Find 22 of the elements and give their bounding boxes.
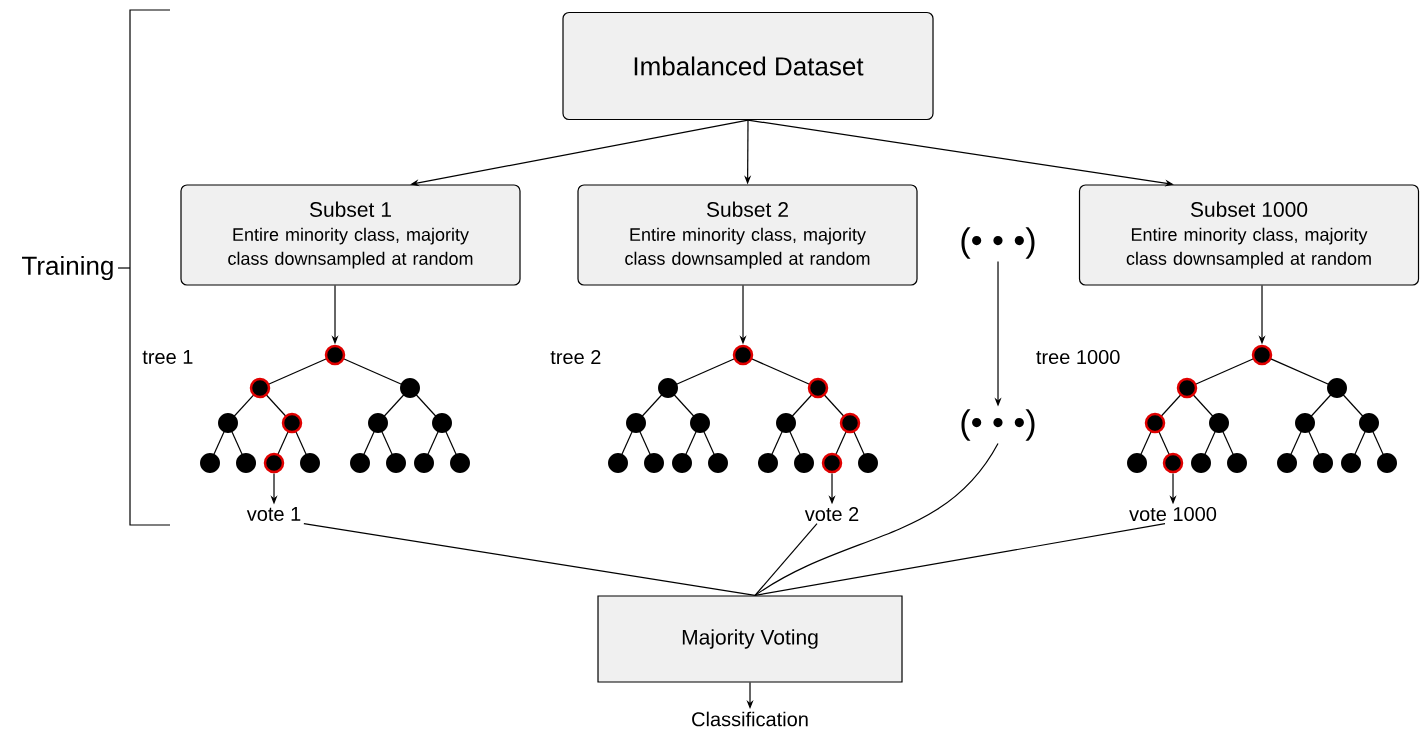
vote-text: vote 2 <box>804 506 859 522</box>
tree-drawing <box>608 344 878 474</box>
tree-drawing <box>1127 344 1397 474</box>
subset-box: Subset 1000 Entire minority class, majority class downsampled at random <box>1078 184 1420 286</box>
tree-label: tree 2 <box>550 349 601 365</box>
vote-text: vote 1000 <box>1129 506 1217 522</box>
line <box>303 523 756 596</box>
vote-text: vote 1 <box>246 507 301 521</box>
output-text: Classification <box>692 711 808 727</box>
voting-box: Majority Voting <box>597 595 903 683</box>
ellipsis-text: (• • •) <box>961 409 1035 441</box>
subset-box: Subset 2 Entire minority class, majority class downsampled at random <box>577 184 918 286</box>
side-label: Training <box>22 255 113 281</box>
tree-drawing <box>200 344 470 474</box>
subset-box: Subset 1 Entire minority class, majority class downsampled at random <box>180 184 521 286</box>
ellipsis-text: (• • •) <box>961 227 1035 259</box>
dataset-box: Imbalanced Dataset <box>562 11 934 121</box>
tree-label: tree 1000 <box>1036 349 1120 365</box>
line <box>754 442 999 596</box>
line <box>754 523 818 596</box>
tree-label: tree 1 <box>142 350 193 364</box>
line <box>754 523 1166 596</box>
